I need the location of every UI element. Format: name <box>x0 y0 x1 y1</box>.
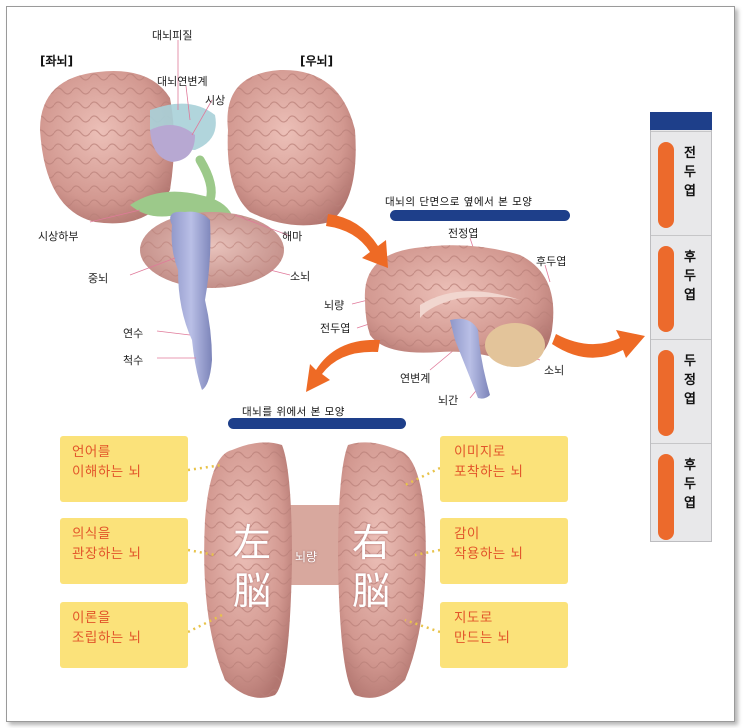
left-brain-char: 左 <box>233 521 272 565</box>
section-title: 대뇌의 단면으로 옆에서 본 모양 <box>385 196 533 208</box>
lobe-label: 후두엽 <box>684 250 696 303</box>
top-view-brain <box>204 442 426 698</box>
label-cortex: 대뇌피질 <box>152 29 193 42</box>
lobe-label: 두정엽 <box>684 354 696 407</box>
label-spinal-cord: 척수 <box>123 354 144 367</box>
section-title-bar <box>390 210 570 221</box>
lobe-marker <box>658 246 674 332</box>
label-corpus-callosum: 뇌량 <box>324 299 345 312</box>
lobes-panel: 전두엽 후두엽 두정엽 후두엽 <box>650 112 712 542</box>
arrow-section-to-lobes <box>552 330 645 358</box>
label-medulla: 연수 <box>123 327 144 340</box>
label-frontal: 전두엽 <box>320 322 351 335</box>
lobe-marker <box>658 142 674 228</box>
label-cerebellum: 소뇌 <box>290 270 311 283</box>
right-brain-char: 右 <box>352 521 391 565</box>
arrow-side-to-section <box>326 214 388 268</box>
top-view-title: 대뇌를 위에서 본 모양 <box>242 406 345 418</box>
left-brain-heading: [좌뇌] <box>40 54 74 68</box>
right-brain-heading: [우뇌] <box>300 54 334 68</box>
lobe-cell: 두정엽 <box>651 339 711 444</box>
thalamus <box>150 125 195 162</box>
label-brainstem: 뇌간 <box>438 394 459 407</box>
lobe-cell: 후두엽 <box>651 235 711 340</box>
label-hippocampus: 해마 <box>282 230 303 243</box>
label-thalamus: 시상 <box>205 94 226 107</box>
lobe-marker <box>658 454 674 540</box>
left-hemisphere-3d <box>40 71 174 224</box>
label-hypothalamus: 시상하부 <box>38 230 79 243</box>
label-limbic: 대뇌연변계 <box>157 75 208 88</box>
lobes-panel-header <box>650 112 712 130</box>
flow-arrows <box>306 214 645 392</box>
label-parietal: 전정엽 <box>448 227 479 240</box>
corpus-callosum-top-label: 뇌량 <box>295 550 318 564</box>
left-brain-char-2: 脳 <box>233 569 272 613</box>
lobe-cell: 전두엽 <box>651 131 711 236</box>
label-occipital: 후두엽 <box>536 255 567 268</box>
top-view-title-bar <box>228 418 406 429</box>
lobe-cell: 후두엽 <box>651 443 711 548</box>
arrow-section-to-top <box>306 339 380 392</box>
lobe-marker <box>658 350 674 436</box>
lobe-label: 후두엽 <box>684 458 696 511</box>
sagittal-brain <box>364 245 554 399</box>
cerebellum-3d <box>140 212 284 288</box>
right-hemisphere-3d <box>227 69 356 226</box>
label-section-cerebellum: 소뇌 <box>544 364 565 377</box>
lobe-label: 전두엽 <box>684 146 696 199</box>
label-midbrain: 중뇌 <box>88 272 109 285</box>
right-brain-char-2: 脳 <box>352 569 391 613</box>
label-section-limbic: 연변계 <box>400 372 431 385</box>
brainstem-3d <box>170 211 212 390</box>
